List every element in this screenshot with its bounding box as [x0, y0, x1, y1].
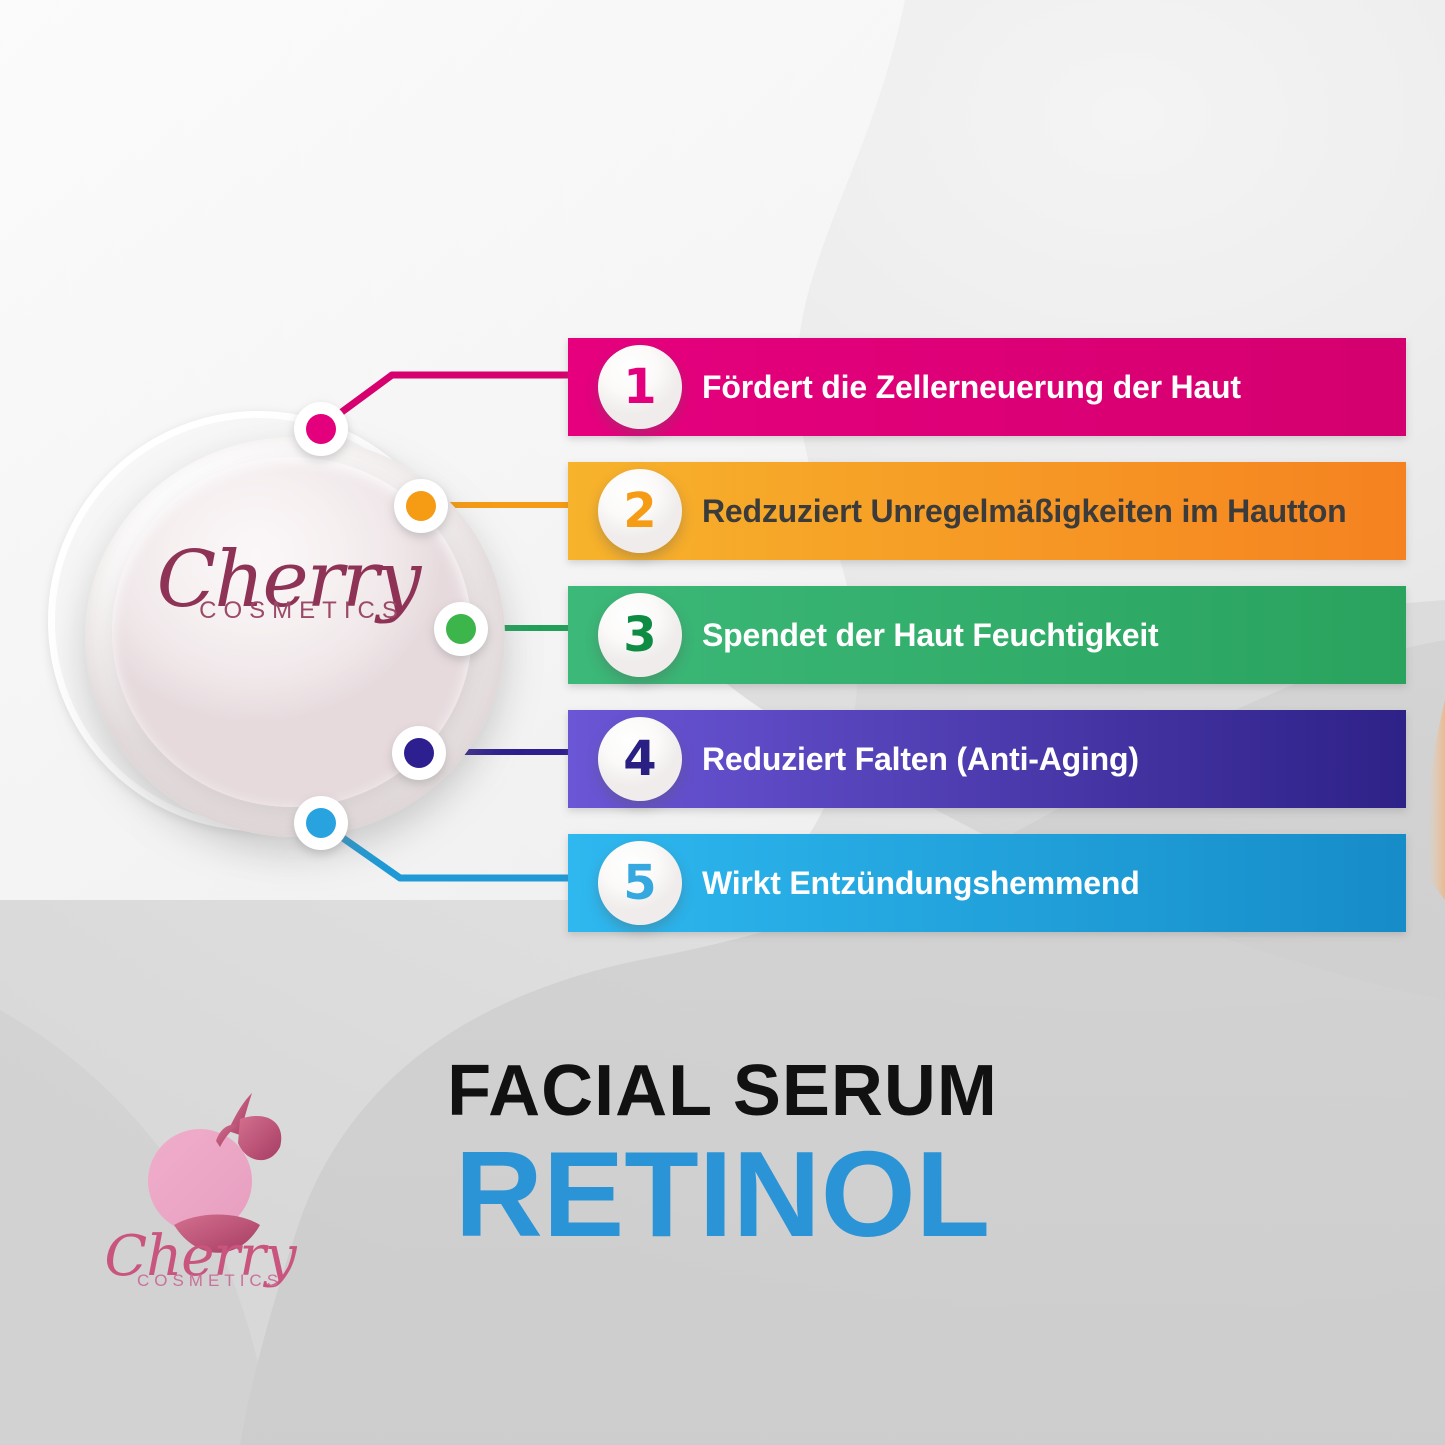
connector-dot-1[interactable]	[294, 402, 348, 456]
headline-block: FACIAL SERUM RETINOL	[0, 1055, 1445, 1255]
headline-title: RETINOL	[454, 1126, 991, 1262]
connector-dot-5[interactable]	[294, 796, 348, 850]
benefit-number-1: 1	[598, 345, 682, 429]
connector-dot-4-core	[404, 738, 434, 768]
corner-brand-logo: Cherry COSMETICS	[88, 1085, 318, 1325]
benefit-text-5: Wirkt Entzündungshemmend	[702, 864, 1140, 901]
benefit-text-2: Redzuziert Unregelmäßigkeiten im Hautton	[702, 492, 1347, 529]
cherry-mark-icon	[126, 1093, 282, 1253]
benefit-number-2: 2	[598, 469, 682, 553]
benefit-bar-5[interactable]: 5 Wirkt Entzündungshemmend	[568, 834, 1406, 932]
benefit-bar-2[interactable]: 2 Redzuziert Unregelmäßigkeiten im Hautt…	[568, 462, 1406, 560]
benefit-bar-3[interactable]: 3 Spendet der Haut Feuchtigkeit	[568, 586, 1406, 684]
benefit-bar-4[interactable]: 4 Reduziert Falten (Anti-Aging)	[568, 710, 1406, 808]
benefit-number-5: 5	[598, 841, 682, 925]
connector-dot-3[interactable]	[434, 602, 488, 656]
benefit-text-1: Fördert die Zellerneuerung der Haut	[702, 368, 1241, 405]
benefit-list: 1 Fördert die Zellerneuerung der Haut 2 …	[568, 338, 1406, 958]
benefit-bar-1[interactable]: 1 Fördert die Zellerneuerung der Haut	[568, 338, 1406, 436]
connector-dot-1-core	[306, 414, 336, 444]
benefit-text-3: Spendet der Haut Feuchtigkeit	[702, 616, 1159, 653]
connector-dot-2[interactable]	[394, 479, 448, 533]
connector-dot-4[interactable]	[392, 726, 446, 780]
corner-brand-script: Cherry	[104, 1224, 296, 1289]
connector-dot-3-core	[446, 614, 476, 644]
corner-wordmark: Cherry COSMETICS	[90, 1224, 310, 1291]
connector-dot-2-core	[406, 491, 436, 521]
benefit-number-4: 4	[598, 717, 682, 801]
benefit-number-3: 3	[598, 593, 682, 677]
corner-brand-sub: COSMETICS	[136, 1270, 284, 1290]
headline-subtitle: FACIAL SERUM	[447, 1051, 998, 1131]
benefit-text-4: Reduziert Falten (Anti-Aging)	[702, 740, 1139, 777]
connector-dot-5-core	[306, 808, 336, 838]
